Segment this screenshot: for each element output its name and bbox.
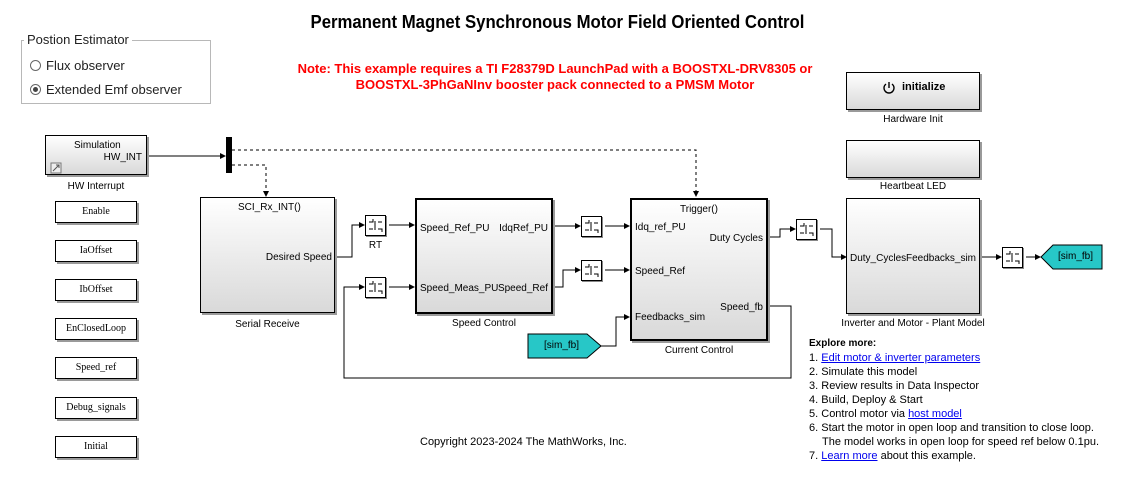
hardware-init-caption: Hardware Init bbox=[883, 114, 943, 125]
rate-transition-block[interactable] bbox=[365, 277, 386, 298]
rate-transition-icon bbox=[369, 281, 383, 294]
rate-transition-block[interactable] bbox=[796, 219, 817, 240]
explore-heading: Explore more: bbox=[809, 338, 877, 349]
rate-transition-block[interactable] bbox=[365, 215, 386, 236]
host-model-link[interactable]: host model bbox=[908, 408, 962, 420]
enable-block[interactable]: Enable bbox=[55, 201, 137, 223]
item-number: 6. bbox=[809, 422, 819, 434]
speed-ref-block[interactable]: Speed_ref bbox=[55, 357, 137, 379]
radio-checked-icon bbox=[30, 84, 41, 95]
item-text: Start the motor in open loop and transit… bbox=[821, 422, 1094, 434]
power-icon bbox=[883, 82, 895, 94]
link-icon bbox=[50, 162, 62, 174]
from-tag-shape bbox=[527, 333, 602, 359]
initialize-label: initialize bbox=[902, 81, 946, 93]
radio-label: Extended Emf observer bbox=[46, 82, 182, 97]
explore-item: 5. Control motor via host model bbox=[809, 407, 1099, 421]
serial-receive-block[interactable]: SCI_Rx_INT() Desired Speed bbox=[200, 197, 335, 313]
explore-item: The model works in open loop for speed r… bbox=[809, 435, 1099, 449]
item-number: 4. bbox=[809, 394, 819, 406]
item-text: Build, Deploy & Start bbox=[821, 394, 923, 406]
learn-more-link[interactable]: Learn more bbox=[821, 450, 878, 462]
rt-caption: RT bbox=[368, 240, 383, 251]
rate-transition-block[interactable] bbox=[1002, 247, 1023, 268]
initial-block[interactable]: Initial bbox=[55, 436, 137, 458]
from-tag-sim-fb[interactable]: [sim_fb] bbox=[544, 340, 580, 351]
item-text: about this example. bbox=[877, 450, 976, 462]
explore-item: 3. Review results in Data Inspector bbox=[809, 379, 1099, 393]
current-control-block[interactable]: Trigger() Idq_ref_PU Speed_Ref Feedbacks… bbox=[630, 198, 768, 341]
enclosedloop-block[interactable]: EnClosedLoop bbox=[55, 318, 137, 340]
speed-ref-in-port: Speed_Ref bbox=[635, 266, 686, 277]
item-text: The model works in open loop for speed r… bbox=[822, 436, 1099, 448]
speed-fb-port: Speed_fb bbox=[720, 302, 763, 313]
item-number: 3. bbox=[809, 380, 819, 392]
hw-interrupt-block[interactable]: Simulation HW_INT bbox=[45, 135, 147, 175]
copyright: Copyright 2023-2024 The MathWorks, Inc. bbox=[420, 436, 627, 448]
rate-transition-icon bbox=[585, 220, 599, 233]
serial-receive-caption: Serial Receive bbox=[235, 319, 300, 330]
hw-interrupt-top-label: Simulation bbox=[74, 140, 121, 151]
radio-unchecked-icon bbox=[30, 60, 41, 71]
speed-ref-out-port: Speed_Ref bbox=[497, 283, 548, 294]
note-line-1: Note: This example requires a TI F28379D… bbox=[297, 61, 813, 76]
heartbeat-led-caption: Heartbeat LED bbox=[879, 181, 947, 192]
feedbacks-sim-out-port: Feedbacks_sim bbox=[905, 253, 976, 264]
heartbeat-led-block[interactable] bbox=[846, 140, 980, 178]
item-text: Review results in Data Inspector bbox=[821, 380, 979, 392]
speed-control-caption: Speed Control bbox=[452, 318, 516, 329]
plant-model-block[interactable]: Duty_Cycles Feedbacks_sim bbox=[846, 198, 980, 314]
edit-parameters-link[interactable]: Edit motor & inverter parameters bbox=[821, 352, 981, 364]
feedbacks-sim-in-port: Feedbacks_sim bbox=[635, 312, 706, 323]
debug-signals-block[interactable]: Debug_signals bbox=[55, 397, 137, 419]
speed-ref-pu-port: Speed_Ref_PU bbox=[420, 223, 490, 234]
item-text: Simulate this model bbox=[821, 366, 918, 378]
current-control-caption: Current Control bbox=[664, 345, 734, 356]
explore-more-panel: Explore more: 1. Edit motor & inverter p… bbox=[809, 337, 1099, 463]
item-number: 5. bbox=[809, 408, 819, 420]
goto-tag-sim-fb[interactable]: [sim_fb] bbox=[1058, 251, 1094, 262]
rate-transition-icon bbox=[800, 223, 814, 236]
explore-item: 7. Learn more about this example. bbox=[809, 449, 1099, 463]
note-line-2: BOOSTXL-3PhGaNInv booster pack connected… bbox=[355, 77, 755, 92]
duty-cycles-in-port: Duty_Cycles bbox=[850, 253, 907, 264]
item-number: 1. bbox=[809, 352, 819, 364]
goto-tag-shape bbox=[1040, 244, 1103, 270]
hardware-note: Note: This example requires a TI F28379D… bbox=[250, 61, 860, 93]
speed-control-block[interactable]: Speed_Ref_PU Speed_Meas_PU IdqRef_PU Spe… bbox=[415, 198, 553, 314]
model-title: Permanent Magnet Synchronous Motor Field… bbox=[310, 12, 805, 32]
rate-transition-icon bbox=[1006, 251, 1020, 264]
plant-model-caption: Inverter and Motor - Plant Model bbox=[841, 318, 985, 329]
radio-extended-emf-observer[interactable]: Extended Emf observer bbox=[30, 82, 182, 97]
item-number: 7. bbox=[809, 450, 819, 462]
speed-meas-pu-port: Speed_Meas_PU bbox=[420, 283, 499, 294]
idq-ref-pu-port: Idq_ref_PU bbox=[635, 222, 686, 233]
rate-transition-block[interactable] bbox=[581, 216, 602, 237]
idqref-pu-port: IdqRef_PU bbox=[499, 223, 548, 234]
rate-transition-block[interactable] bbox=[581, 260, 602, 281]
item-number: 2. bbox=[809, 366, 819, 378]
explore-item: 4. Build, Deploy & Start bbox=[809, 393, 1099, 407]
explore-item: 1. Edit motor & inverter parameters bbox=[809, 351, 1099, 365]
mux-bar bbox=[226, 137, 232, 173]
item-text: Control motor via bbox=[821, 408, 909, 420]
radio-flux-observer[interactable]: Flux observer bbox=[30, 58, 125, 73]
rate-transition-icon bbox=[585, 264, 599, 277]
iaoffset-block[interactable]: IaOffset bbox=[55, 240, 137, 262]
rate-transition-icon bbox=[369, 219, 383, 232]
iboffset-block[interactable]: IbOffset bbox=[55, 279, 137, 301]
serial-trigger-port: SCI_Rx_INT() bbox=[238, 202, 301, 213]
explore-item: 2. Simulate this model bbox=[809, 365, 1099, 379]
current-trigger-port: Trigger() bbox=[680, 204, 718, 215]
hw-int-port: HW_INT bbox=[103, 152, 142, 163]
duty-cycles-port: Duty Cycles bbox=[709, 233, 763, 244]
radio-label: Flux observer bbox=[46, 58, 125, 73]
estimator-title: Postion Estimator bbox=[24, 32, 132, 47]
desired-speed-port: Desired Speed bbox=[265, 252, 332, 263]
hw-interrupt-caption: HW Interrupt bbox=[67, 181, 125, 192]
explore-item: 6. Start the motor in open loop and tran… bbox=[809, 421, 1099, 435]
initialize-button[interactable]: initialize bbox=[846, 72, 980, 110]
